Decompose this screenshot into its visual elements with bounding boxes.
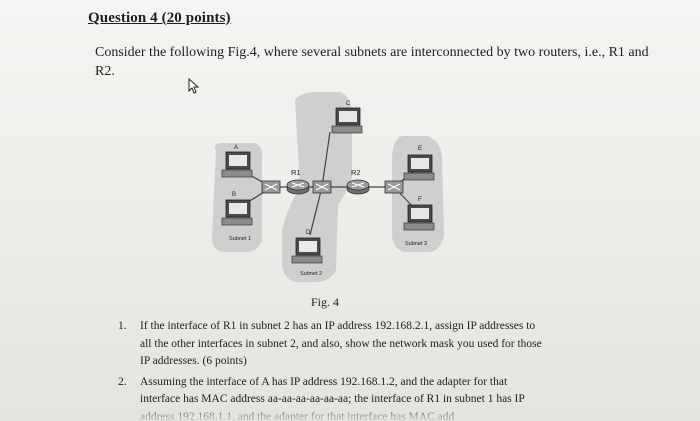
subnet-label-2: Subnet 2 [300,271,322,277]
host-label-c: C [346,101,351,107]
host-icon-b [221,199,253,226]
host-label-a: A [234,145,238,151]
host-label-e: E [418,146,422,152]
router-label-r2: R2 [351,168,361,177]
subnet-3-region [392,136,444,252]
switch-icon-subnet-1 [261,180,281,194]
host-label-f: F [418,197,422,203]
question-text: If the interface of R1 in subnet 2 has a… [140,320,542,367]
router-icon-r1 [286,179,310,195]
question-title: Question 4 (20 points) [88,10,231,26]
host-label-d: D [306,230,311,236]
question-number: 2. [118,375,127,388]
question-intro: Consider the following Fig.4, where seve… [95,45,649,79]
switch-icon-subnet-2 [312,180,332,194]
router-label-r1: R1 [291,168,301,177]
switch-icon-subnet-3 [384,180,404,194]
host-icon-e [403,154,435,181]
host-icon-c [331,107,363,134]
host-icon-a [221,151,253,178]
subnet-label-3: Subnet 3 [405,241,427,247]
host-icon-f [403,204,435,231]
figure-caption: Fig. 4 [311,295,340,309]
mouse-cursor-icon [188,78,200,94]
question-item: 1. If the interface of R1 in subnet 2 ha… [118,318,548,371]
question-number: 1. [118,320,127,332]
host-label-b: B [232,192,236,198]
page-bottom-fade [0,404,700,421]
subnet-label-1: Subnet 1 [229,236,251,242]
router-icon-r2 [346,179,370,195]
host-icon-d [291,237,323,264]
